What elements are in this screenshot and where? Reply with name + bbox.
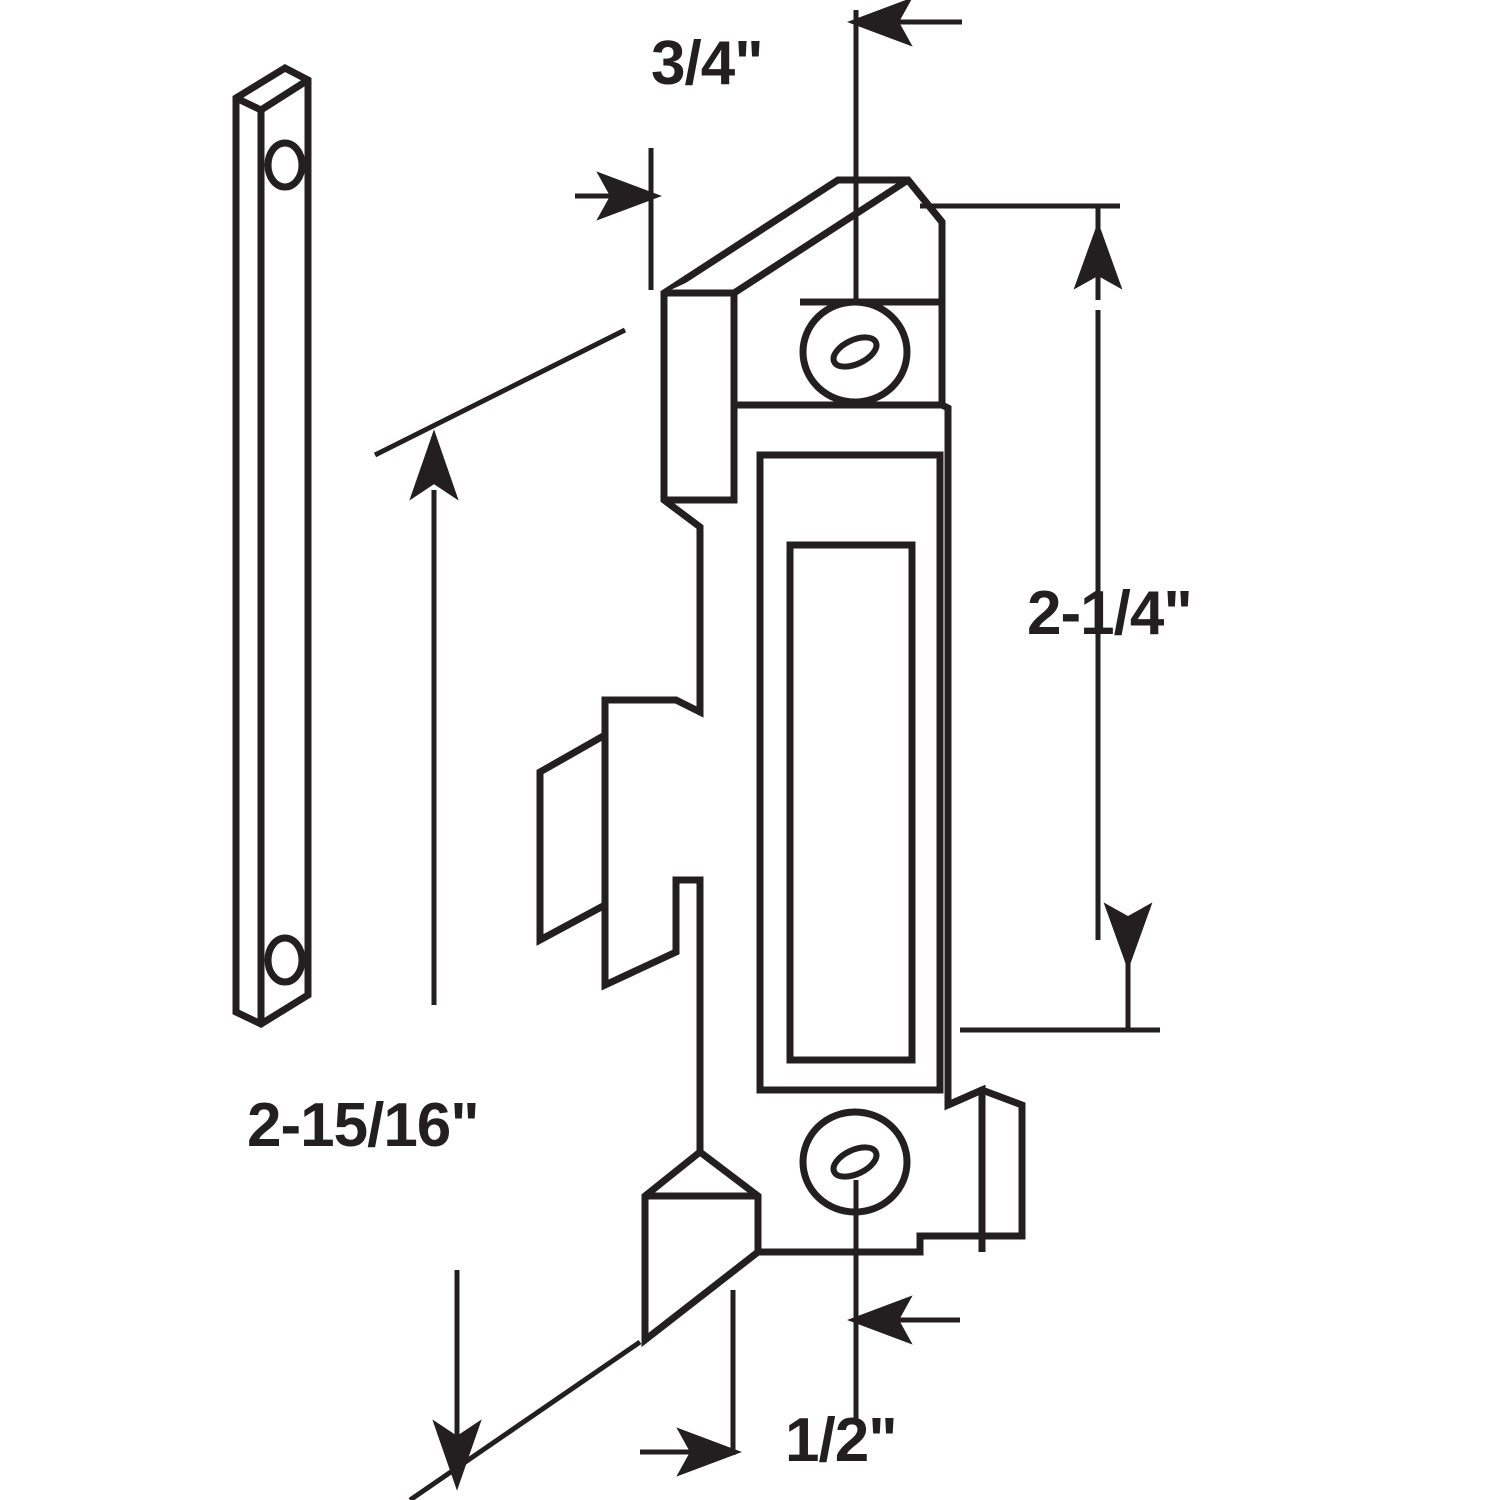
height-left-dimension-label: 2-15/16" bbox=[247, 1091, 480, 1160]
height-left-dimension-geometry bbox=[373, 327, 642, 1500]
handle-body-part bbox=[536, 176, 1026, 1348]
width-bottom-dimension-label: 1/2" bbox=[785, 1406, 898, 1475]
width-top-dimension-label: 3/4" bbox=[651, 29, 764, 98]
height-right-dimension-label: 2-1/4" bbox=[1027, 579, 1193, 648]
flat-backing-plate-part bbox=[232, 63, 312, 1028]
